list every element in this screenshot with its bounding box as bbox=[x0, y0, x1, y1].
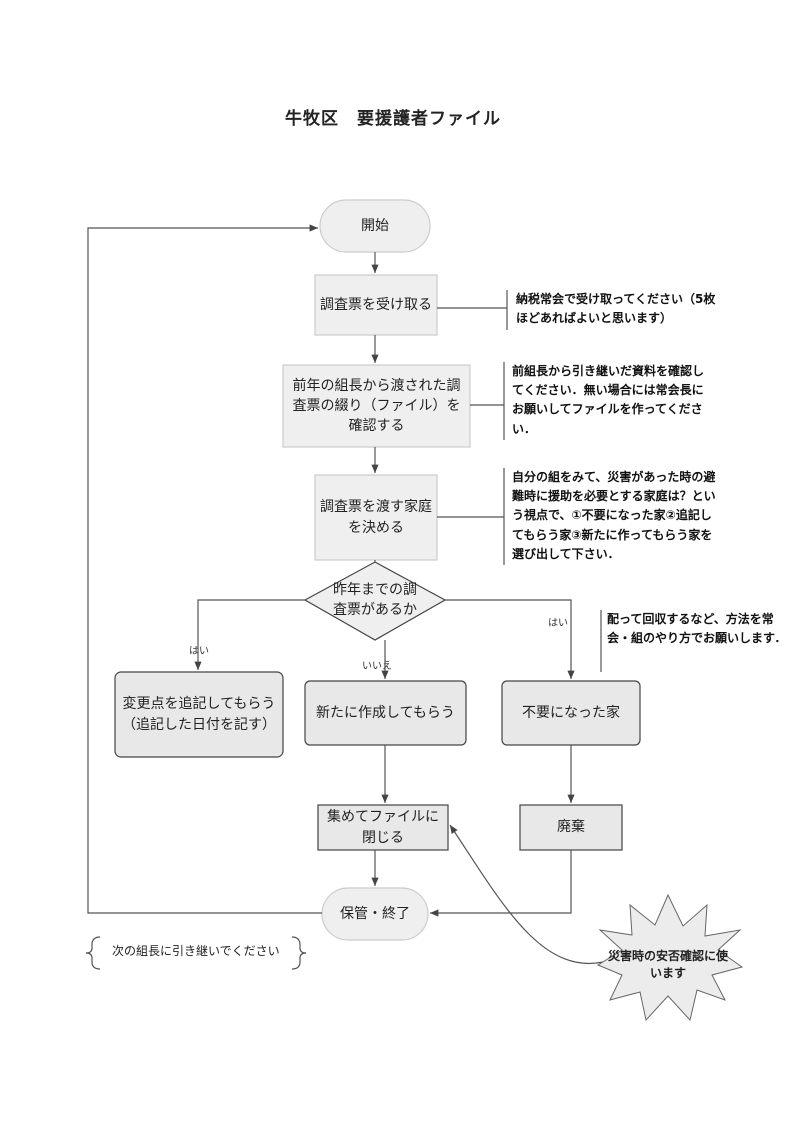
check-file-box bbox=[282, 364, 471, 448]
create-new-label: 新たに作成してもらう bbox=[316, 704, 455, 721]
receive-box bbox=[314, 274, 438, 336]
note-unneeded: 配って回収するなど、方法を常会・組のやり方でお願いします． bbox=[607, 612, 787, 646]
bind-label: 集めてファイルに閉じる bbox=[327, 809, 439, 846]
note-receive: 納税常会で受け取ってください（5枚ほどあればよいと思います） bbox=[516, 292, 716, 326]
note-decide: 自分の組をみて、災害があった時の避難時に援助を必要とする家庭は？という視点で、①… bbox=[512, 470, 716, 561]
edge-label-yes-left: はい bbox=[189, 646, 209, 657]
note-check-file: 前組長から引き継いだ資料を確認してください．無い場合には常会長にお願いしてファイ… bbox=[512, 364, 705, 436]
start-label: 開始 bbox=[361, 217, 389, 234]
end-terminal bbox=[321, 887, 429, 941]
append-box bbox=[114, 671, 284, 758]
dispose-box bbox=[519, 804, 623, 851]
note-handover: 次の組長に引き継いでください bbox=[112, 944, 280, 958]
bind-box bbox=[317, 804, 449, 851]
decide-box bbox=[314, 474, 438, 561]
unneeded-label: 不要になった家 bbox=[522, 704, 620, 721]
page-title: 牛牧区 要援護者ファイル bbox=[285, 109, 501, 129]
check-file-label: 前年の組長から渡された調査票の綴り（ファイル）を確認する bbox=[292, 377, 461, 435]
receive-label: 調査票を受け取る bbox=[320, 296, 432, 313]
dispose-label: 廃棄 bbox=[557, 819, 585, 836]
edge-label-no: いいえ bbox=[362, 661, 392, 672]
append-label: 変更点を追記してもらう（追記した日付を記す） bbox=[122, 696, 276, 733]
decide-label: 調査票を渡す家庭を決める bbox=[320, 499, 432, 536]
edge-label-yes-right: はい bbox=[548, 618, 568, 629]
starburst-shape bbox=[596, 893, 744, 1022]
starburst-label: 災害時の安否確認に使います bbox=[607, 949, 728, 980]
end-label: 保管・終了 bbox=[340, 905, 410, 922]
decision-label: 昨年までの調査票があるか bbox=[333, 581, 417, 618]
decision-diamond bbox=[303, 561, 447, 641]
